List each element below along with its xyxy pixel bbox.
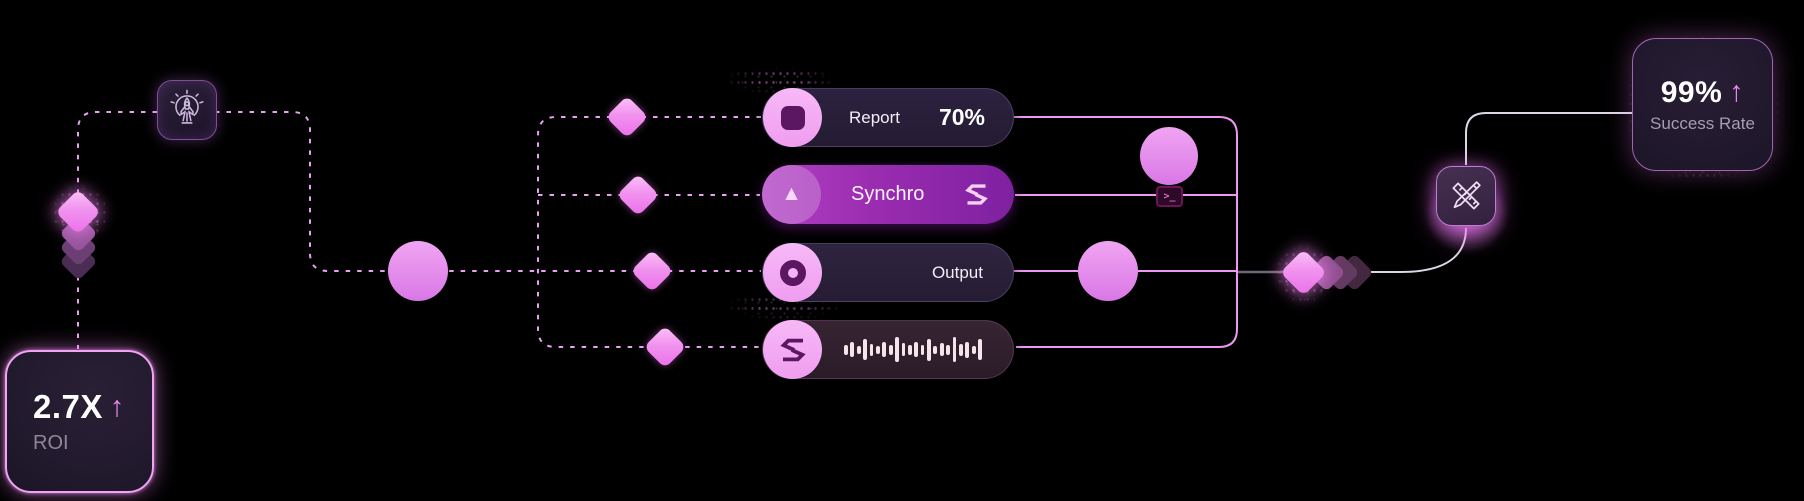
solid-merge-rows-1-4 [1014, 116, 1238, 348]
waveform-bar [978, 339, 982, 360]
success-rate-card: 99% ↑ Success Rate [1632, 38, 1773, 171]
output-row-circle [1078, 241, 1138, 301]
roi-label: ROI [33, 432, 69, 454]
up-arrow-icon: ↑ [109, 390, 125, 423]
up-arrow-icon: ↑ [1729, 76, 1745, 108]
waveform-bar [959, 343, 963, 356]
report-pill[interactable]: Report 70% [762, 88, 1014, 147]
dotted-path-rocket-to-hub [215, 111, 761, 272]
waveform-bar [927, 338, 931, 361]
rocket-node[interactable] [157, 80, 217, 140]
balloon-circle [1140, 127, 1198, 185]
white-path-design-icon-to-success-card [1465, 112, 1633, 165]
synchro-label: Synchro [851, 183, 925, 205]
design-node[interactable] [1436, 166, 1496, 226]
waveform-bar [914, 342, 919, 357]
output-pill-circle [763, 243, 822, 302]
waveform-bar [844, 344, 848, 355]
waveform-bar [882, 342, 887, 357]
waveform-bar [965, 341, 970, 358]
record-donut-icon [779, 259, 806, 286]
waveform-bar [895, 337, 899, 362]
waveform-bar [869, 343, 874, 356]
roi-value: 2.7X [33, 388, 103, 425]
roi-card: 2.7X ↑ ROI [5, 350, 154, 493]
synchro-pill-circle: ▲ [762, 165, 821, 224]
waveform-pill[interactable] [762, 320, 1014, 379]
waveform-bar [920, 344, 925, 355]
success-label: Success Rate [1650, 113, 1755, 133]
report-value: 70% [938, 104, 985, 130]
play-triangle-icon: ▲ [781, 182, 802, 205]
output-pill[interactable]: Output [762, 243, 1014, 302]
synchro-logo-dark-icon [779, 338, 806, 361]
waveform-bar [875, 345, 880, 354]
success-value: 99% [1660, 75, 1723, 109]
waveform-pill-circle [763, 320, 822, 379]
success-value-row: 99% ↑ [1661, 76, 1745, 110]
dotted-branch-rows-1-4 [537, 116, 763, 348]
rocket-lightbulb-icon [170, 89, 204, 124]
synchro-pill[interactable]: ▲ Synchro [762, 165, 1014, 224]
audio-waveform [844, 337, 982, 362]
waveform-bar [888, 344, 893, 355]
dotted-path-rocket-to-left-diamond [77, 111, 157, 193]
waveform-bar [907, 344, 912, 355]
pencil-ruler-icon [1452, 181, 1481, 210]
output-label: Output [931, 262, 983, 282]
waveform-bar [863, 339, 867, 360]
terminal-icon: >_ [1156, 186, 1183, 207]
waveform-bar [939, 343, 944, 356]
waveform-bar [901, 343, 906, 356]
waveform-bar [952, 337, 957, 362]
waveform-bar [971, 345, 976, 354]
roi-value-row: 2.7X ↑ [33, 388, 152, 426]
waveform-bar [933, 345, 938, 354]
terminal-prompt-glyph: >_ [1163, 191, 1176, 202]
report-pill-circle [763, 88, 822, 147]
synchro-logo-icon [965, 184, 988, 205]
stop-square-icon [780, 105, 805, 130]
hub-circle [388, 241, 448, 301]
waveform-bar [856, 345, 861, 354]
waveform-bar [946, 344, 951, 355]
report-label: Report [849, 107, 901, 127]
waveform-bar [850, 342, 855, 357]
